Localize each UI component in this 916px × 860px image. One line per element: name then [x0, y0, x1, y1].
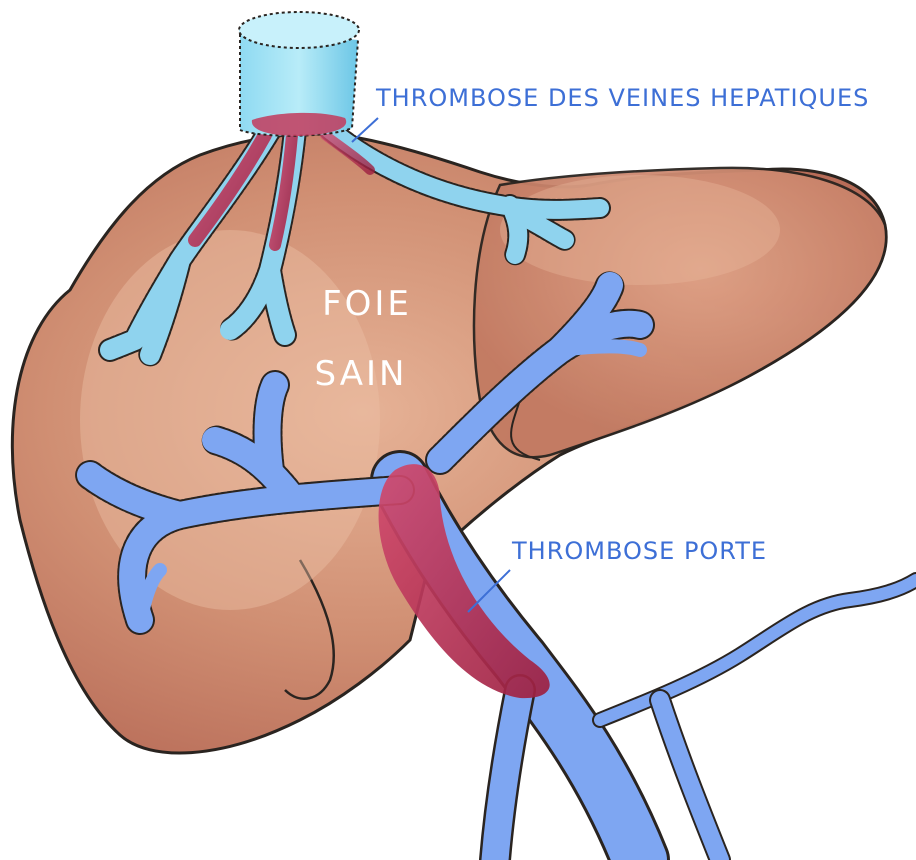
organ-label-line2: SAIN [306, 352, 416, 396]
vena-cava-cylinder [239, 12, 359, 136]
portal-thrombosis-label: THROMBOSE PORTE [512, 537, 767, 565]
organ-label-line1: FOIE [312, 282, 422, 326]
hepatic-thrombosis-label: THROMBOSE DES VEINES HEPATIQUES [376, 84, 869, 112]
